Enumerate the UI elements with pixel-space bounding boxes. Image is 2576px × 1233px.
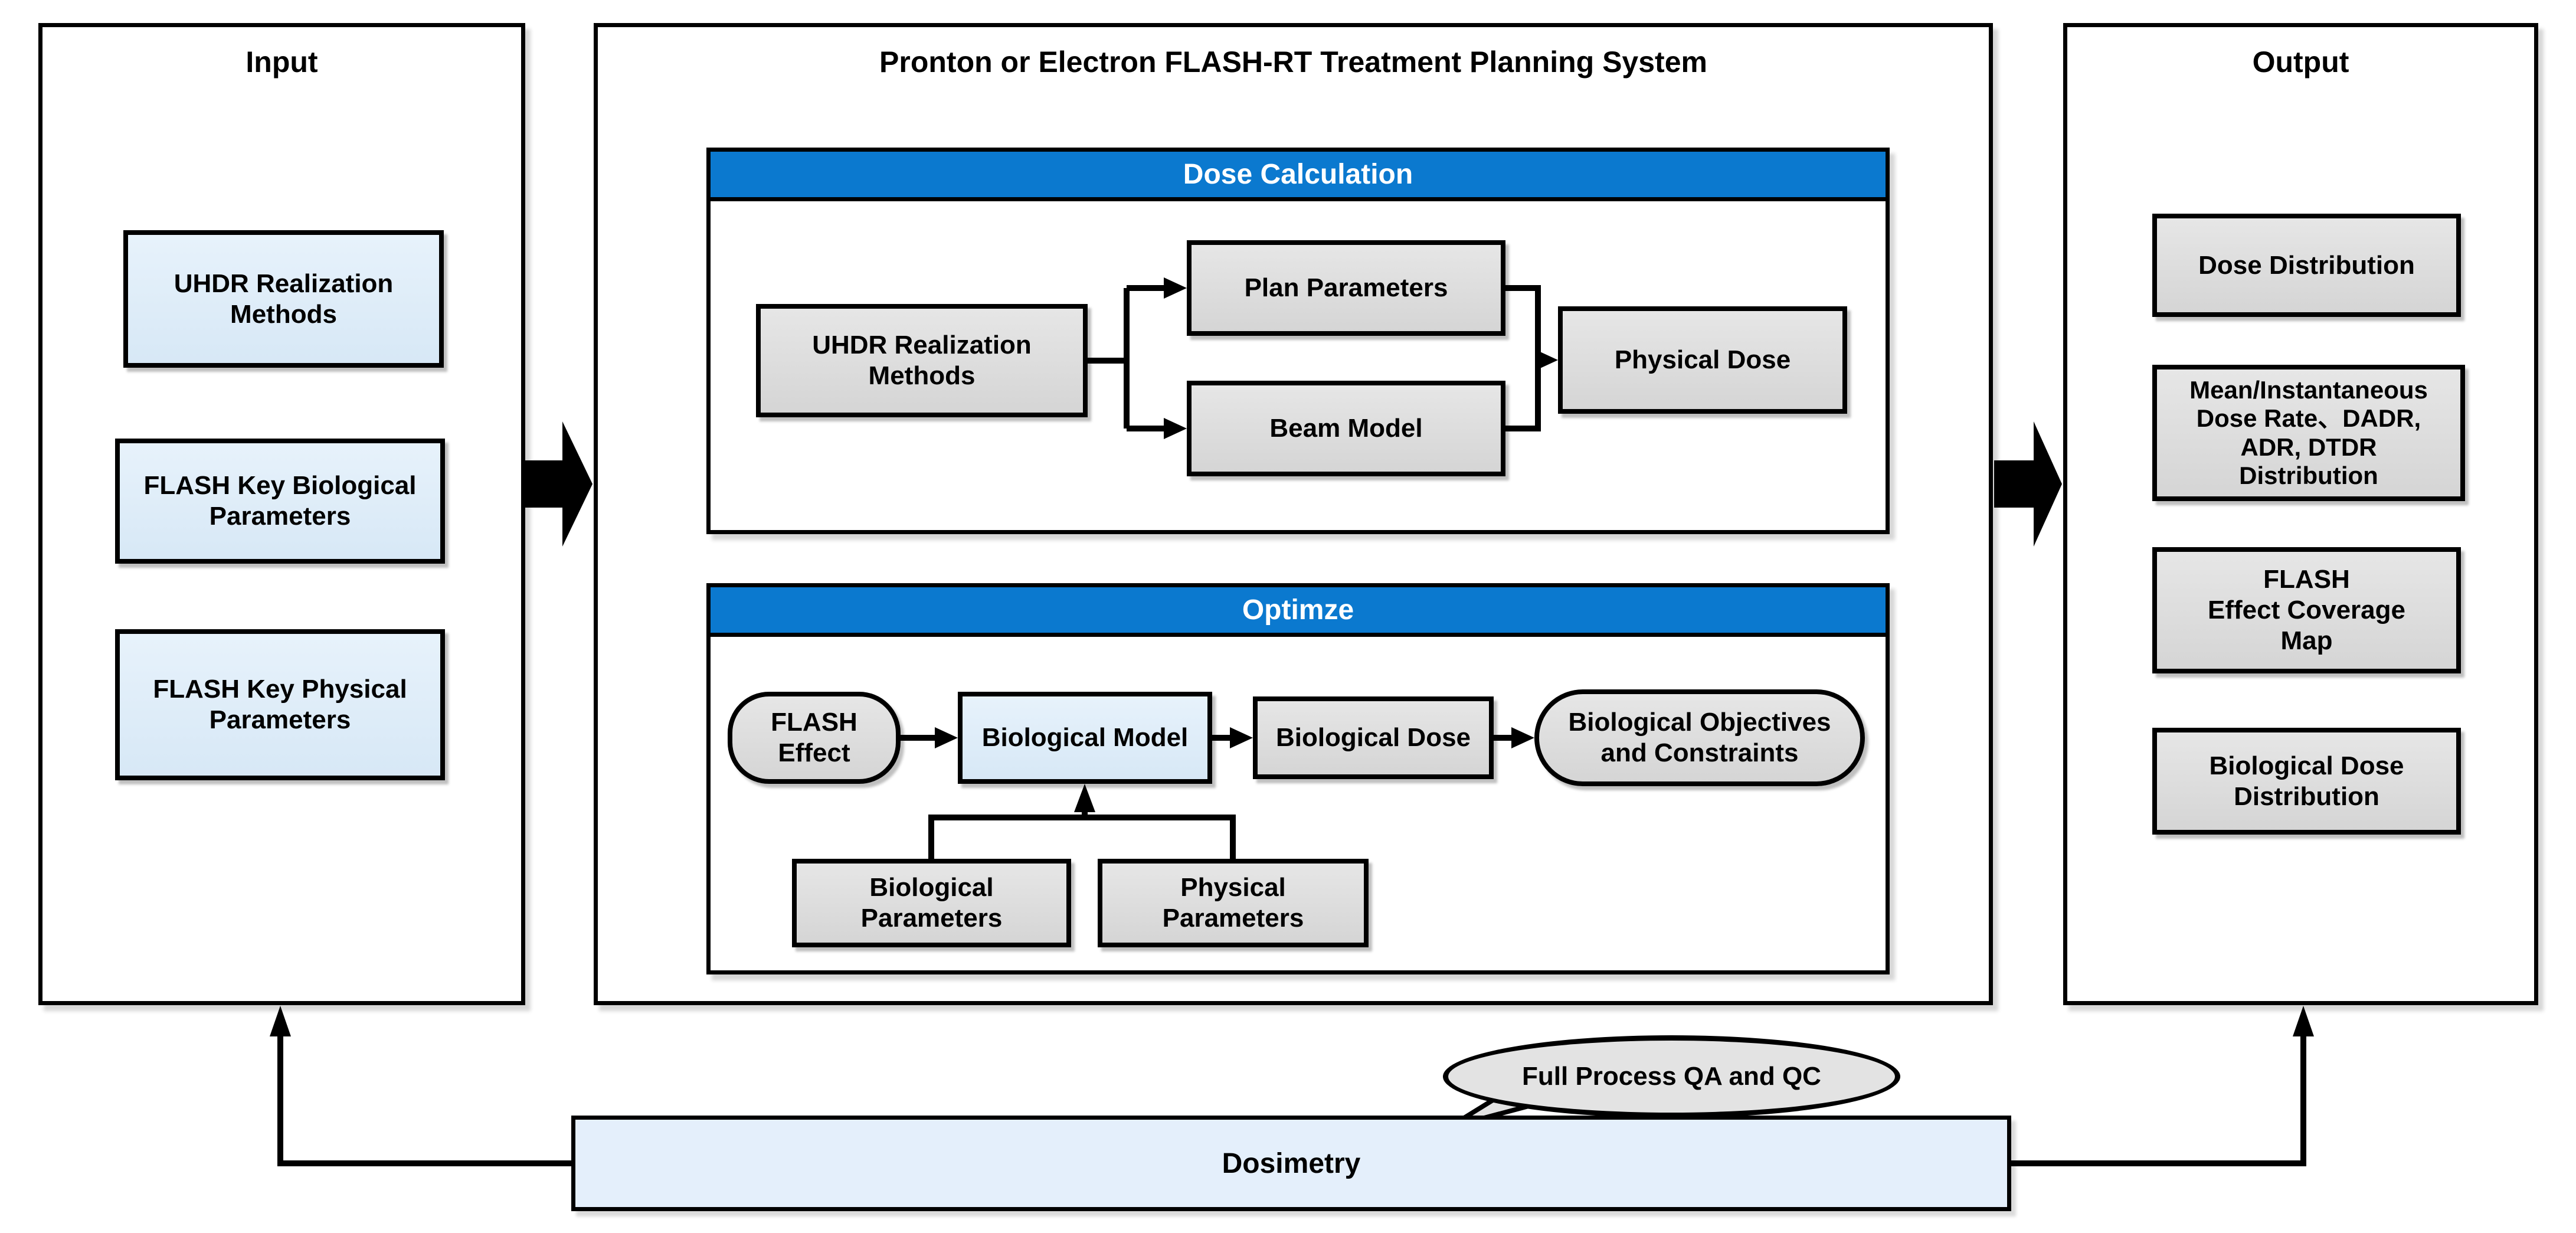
qa-qc-bubble: Full Process QA and QC	[1443, 1035, 1900, 1118]
opt-box-biological-parameters: Biological Parameters	[792, 859, 1071, 947]
opt-box-physical-parameters: Physical Parameters	[1098, 859, 1369, 947]
box-label-line: and Constraints	[1600, 738, 1799, 767]
output-box-biological-dose-distribution: Biological Dose Distribution	[2152, 728, 2461, 835]
arrowhead-params-up	[1074, 784, 1095, 812]
input-panel-title: Input	[246, 45, 318, 79]
box-label-line: FLASH Key Biological	[143, 471, 417, 501]
box-label-line: Parameters	[1162, 904, 1304, 933]
wire-dosimetry-to-input	[277, 1035, 571, 1166]
qa-qc-bubble-label: Full Process QA and QC	[1522, 1062, 1821, 1091]
input-box-flash-key-biological-parameters: FLASH Key Biological Parameters	[115, 439, 445, 564]
opt-box-biological-model: Biological Model	[958, 692, 1212, 784]
box-label-line: Dose Rate、DADR,	[2196, 404, 2421, 433]
arrowhead-physical-dose	[1535, 349, 1558, 371]
input-box-flash-key-physical-parameters: FLASH Key Physical Parameters	[115, 629, 445, 780]
box-label-line: Dose Distribution	[2198, 250, 2415, 280]
arrowhead-feedback-output	[2293, 1006, 2314, 1036]
opt-node-flash-effect: FLASH Effect	[728, 692, 901, 784]
box-label-line: Physical Dose	[1614, 345, 1791, 375]
opt-box-biological-dose: Biological Dose	[1253, 696, 1494, 779]
arrowhead-beam	[1164, 418, 1187, 439]
arrowhead-bio-model	[935, 727, 958, 748]
box-label-line: Physical	[1180, 873, 1286, 902]
dc-box-physical-dose: Physical Dose	[1558, 306, 1847, 414]
tps-to-output-block-arrow	[1994, 421, 2062, 547]
dc-box-beam-model: Beam Model	[1187, 381, 1505, 476]
output-box-dose-distribution: Dose Distribution	[2152, 214, 2461, 317]
arrowhead-objectives	[1511, 727, 1534, 748]
output-panel	[2063, 23, 2538, 1005]
box-label-line: Parameters	[860, 904, 1003, 933]
dosimetry-label: Dosimetry	[1222, 1147, 1361, 1179]
box-label-line: Methods	[868, 361, 976, 390]
output-panel-title: Output	[2252, 45, 2349, 79]
arrowhead-feedback-input	[270, 1006, 291, 1036]
box-label-line: Map	[2280, 626, 2333, 655]
arrowhead-plan	[1164, 277, 1187, 299]
dosimetry-bar: Dosimetry	[571, 1116, 2011, 1211]
wire-dosimetry-to-output	[2011, 1035, 2306, 1166]
box-label-line: UHDR Realization	[812, 331, 1032, 360]
opt-node-biological-objectives-constraints: Biological Objectives and Constraints	[1534, 689, 1865, 786]
box-label-line: Biological	[869, 873, 994, 902]
wire-uhdr-split	[1088, 285, 1172, 431]
box-label-line: Effect	[778, 738, 850, 767]
box-label-line: ADR, DTDR	[2240, 433, 2377, 461]
input-to-tps-block-arrow	[523, 421, 593, 547]
box-label-line: Parameters	[209, 502, 351, 531]
box-label-line: Distribution	[2239, 461, 2378, 489]
box-label-line: Distribution	[2234, 781, 2379, 811]
box-label-line: Biological Dose	[2209, 751, 2404, 780]
box-label-line: FLASH Key Physical	[153, 675, 407, 704]
box-label-line: Biological Objectives	[1568, 708, 1831, 737]
box-label-line: Parameters	[209, 705, 351, 734]
dc-box-uhdr-realization-methods: UHDR Realization Methods	[756, 304, 1088, 417]
input-box-uhdr-realization-methods: UHDR Realization Methods	[123, 230, 444, 368]
box-label-line: Beam Model	[1269, 414, 1423, 443]
box-label-line: Effect Coverage	[2207, 596, 2405, 625]
box-label-line: Biological Model	[981, 723, 1189, 753]
dose-calculation-header: Dose Calculation	[711, 152, 1886, 201]
box-label-line: FLASH	[2263, 565, 2350, 594]
box-label-line: Mean/Instantaneous	[2189, 375, 2428, 404]
optimize-header: Optimze	[711, 587, 1886, 637]
tps-panel-title: Pronton or Electron FLASH-RT Treatment P…	[879, 45, 1707, 79]
output-box-flash-effect-coverage-map: FLASH Effect Coverage Map	[2152, 547, 2461, 673]
box-label-line: FLASH	[771, 708, 857, 737]
box-label-line: UHDR Realization	[174, 269, 394, 298]
output-box-dose-rate-distribution: Mean/Instantaneous Dose Rate、DADR, ADR, …	[2152, 365, 2465, 501]
arrowhead-bio-dose	[1230, 727, 1253, 748]
box-label-line: Biological Dose	[1275, 723, 1471, 753]
dc-box-plan-parameters: Plan Parameters	[1187, 240, 1505, 336]
box-label-line: Methods	[230, 299, 337, 329]
box-label-line: Plan Parameters	[1244, 273, 1448, 303]
